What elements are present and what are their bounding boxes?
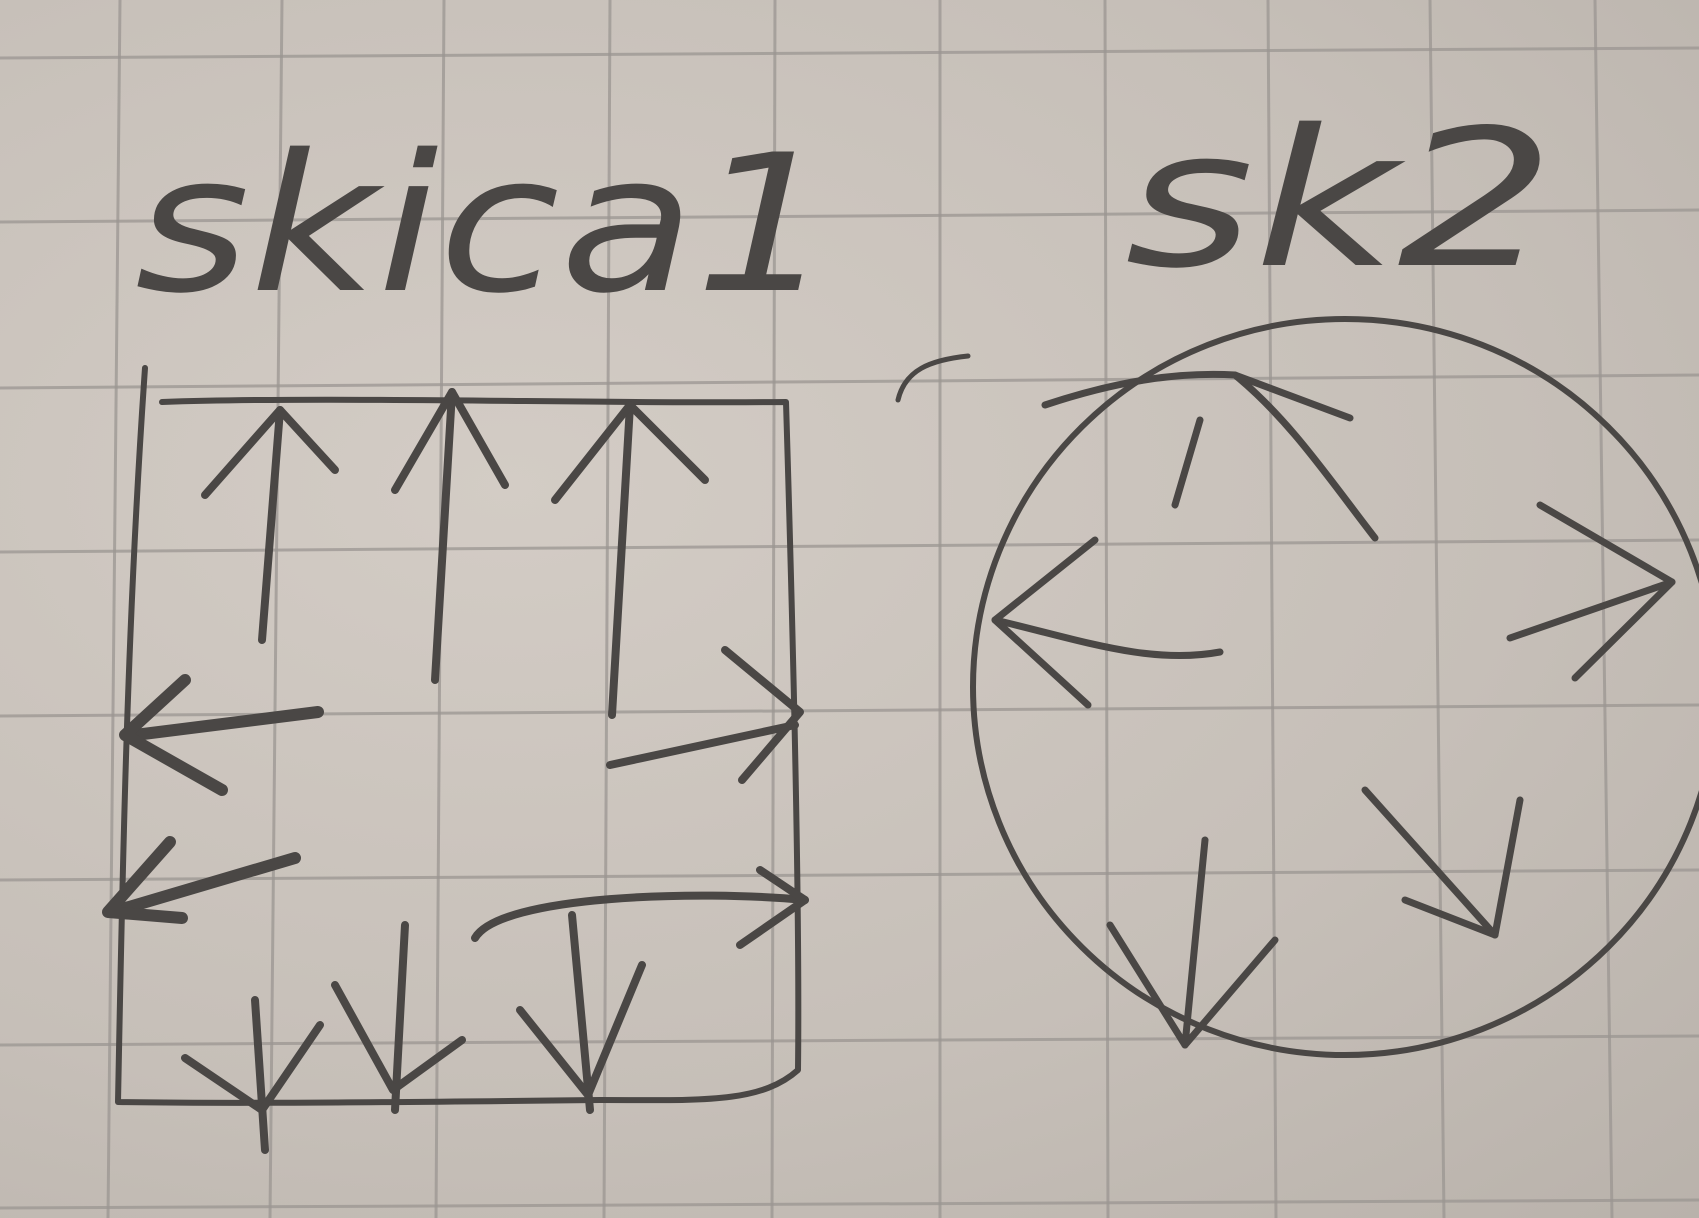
arrow-circle-down-1 <box>1106 836 1279 1049</box>
arrow-right-1 <box>606 646 804 784</box>
arrow-down-2 <box>331 921 466 1114</box>
sketch-1-label: skica1 <box>135 114 835 335</box>
stray-pencil-mark <box>895 353 971 403</box>
arrow-circle-down-2 <box>1361 786 1524 939</box>
arrow-left-1 <box>119 674 324 796</box>
arrow-circle-up <box>1041 370 1379 542</box>
arrow-up-1 <box>201 406 339 644</box>
sketch-2-label: sk2 <box>1125 89 1555 310</box>
arrow-up-3 <box>551 401 709 719</box>
arrow-down-1 <box>181 996 324 1154</box>
sketch-1-arrows <box>102 388 809 1154</box>
arrow-circle-right <box>1506 501 1676 682</box>
sketch-2-circle <box>970 316 1699 1058</box>
arrow-circle-left <box>991 536 1224 709</box>
arrow-up-2 <box>391 388 509 684</box>
sketch-2-arrows <box>991 370 1676 1049</box>
arrow-down-3 <box>516 911 646 1114</box>
arrow-right-2 <box>471 866 809 949</box>
arrow-left-2 <box>102 836 301 924</box>
